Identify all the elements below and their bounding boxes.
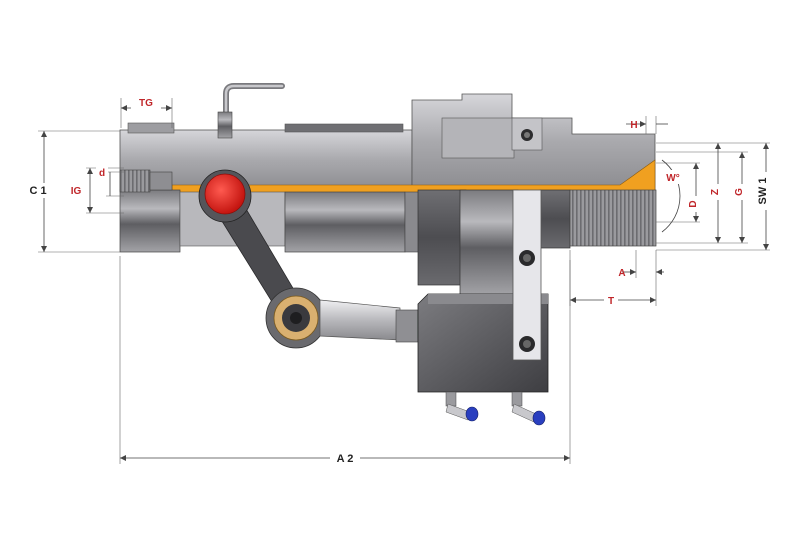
- pneumatic-fitting-right: [511, 391, 546, 426]
- rod-end: [265, 287, 429, 349]
- cylinder-body: [119, 189, 657, 296]
- label-tg: TG: [139, 98, 153, 109]
- label-w-angle: W°: [666, 173, 679, 184]
- label-d: D: [688, 200, 699, 207]
- label-h: H: [630, 120, 637, 131]
- label-a2: A 2: [337, 453, 354, 465]
- dimension-labels: TG H d IG C 1 W° D Z G SW 1 A T A 2: [26, 96, 773, 466]
- pneumatic-fitting-left: [445, 391, 479, 422]
- label-sw1: SW 1: [757, 178, 769, 205]
- label-d-small: d: [99, 168, 105, 179]
- label-g: G: [734, 188, 745, 196]
- threaded-end: [119, 169, 151, 193]
- label-t: T: [608, 296, 614, 307]
- label-c1: C 1: [29, 185, 46, 197]
- label-a: A: [618, 268, 625, 279]
- pivot-piston-marker: [204, 173, 246, 215]
- label-z: Z: [710, 189, 721, 195]
- label-ig: IG: [71, 186, 82, 197]
- main-housing: [119, 93, 656, 191]
- grease-fitting: [217, 83, 285, 139]
- bracket-plate: [512, 189, 542, 361]
- linkage-arm: [198, 169, 301, 319]
